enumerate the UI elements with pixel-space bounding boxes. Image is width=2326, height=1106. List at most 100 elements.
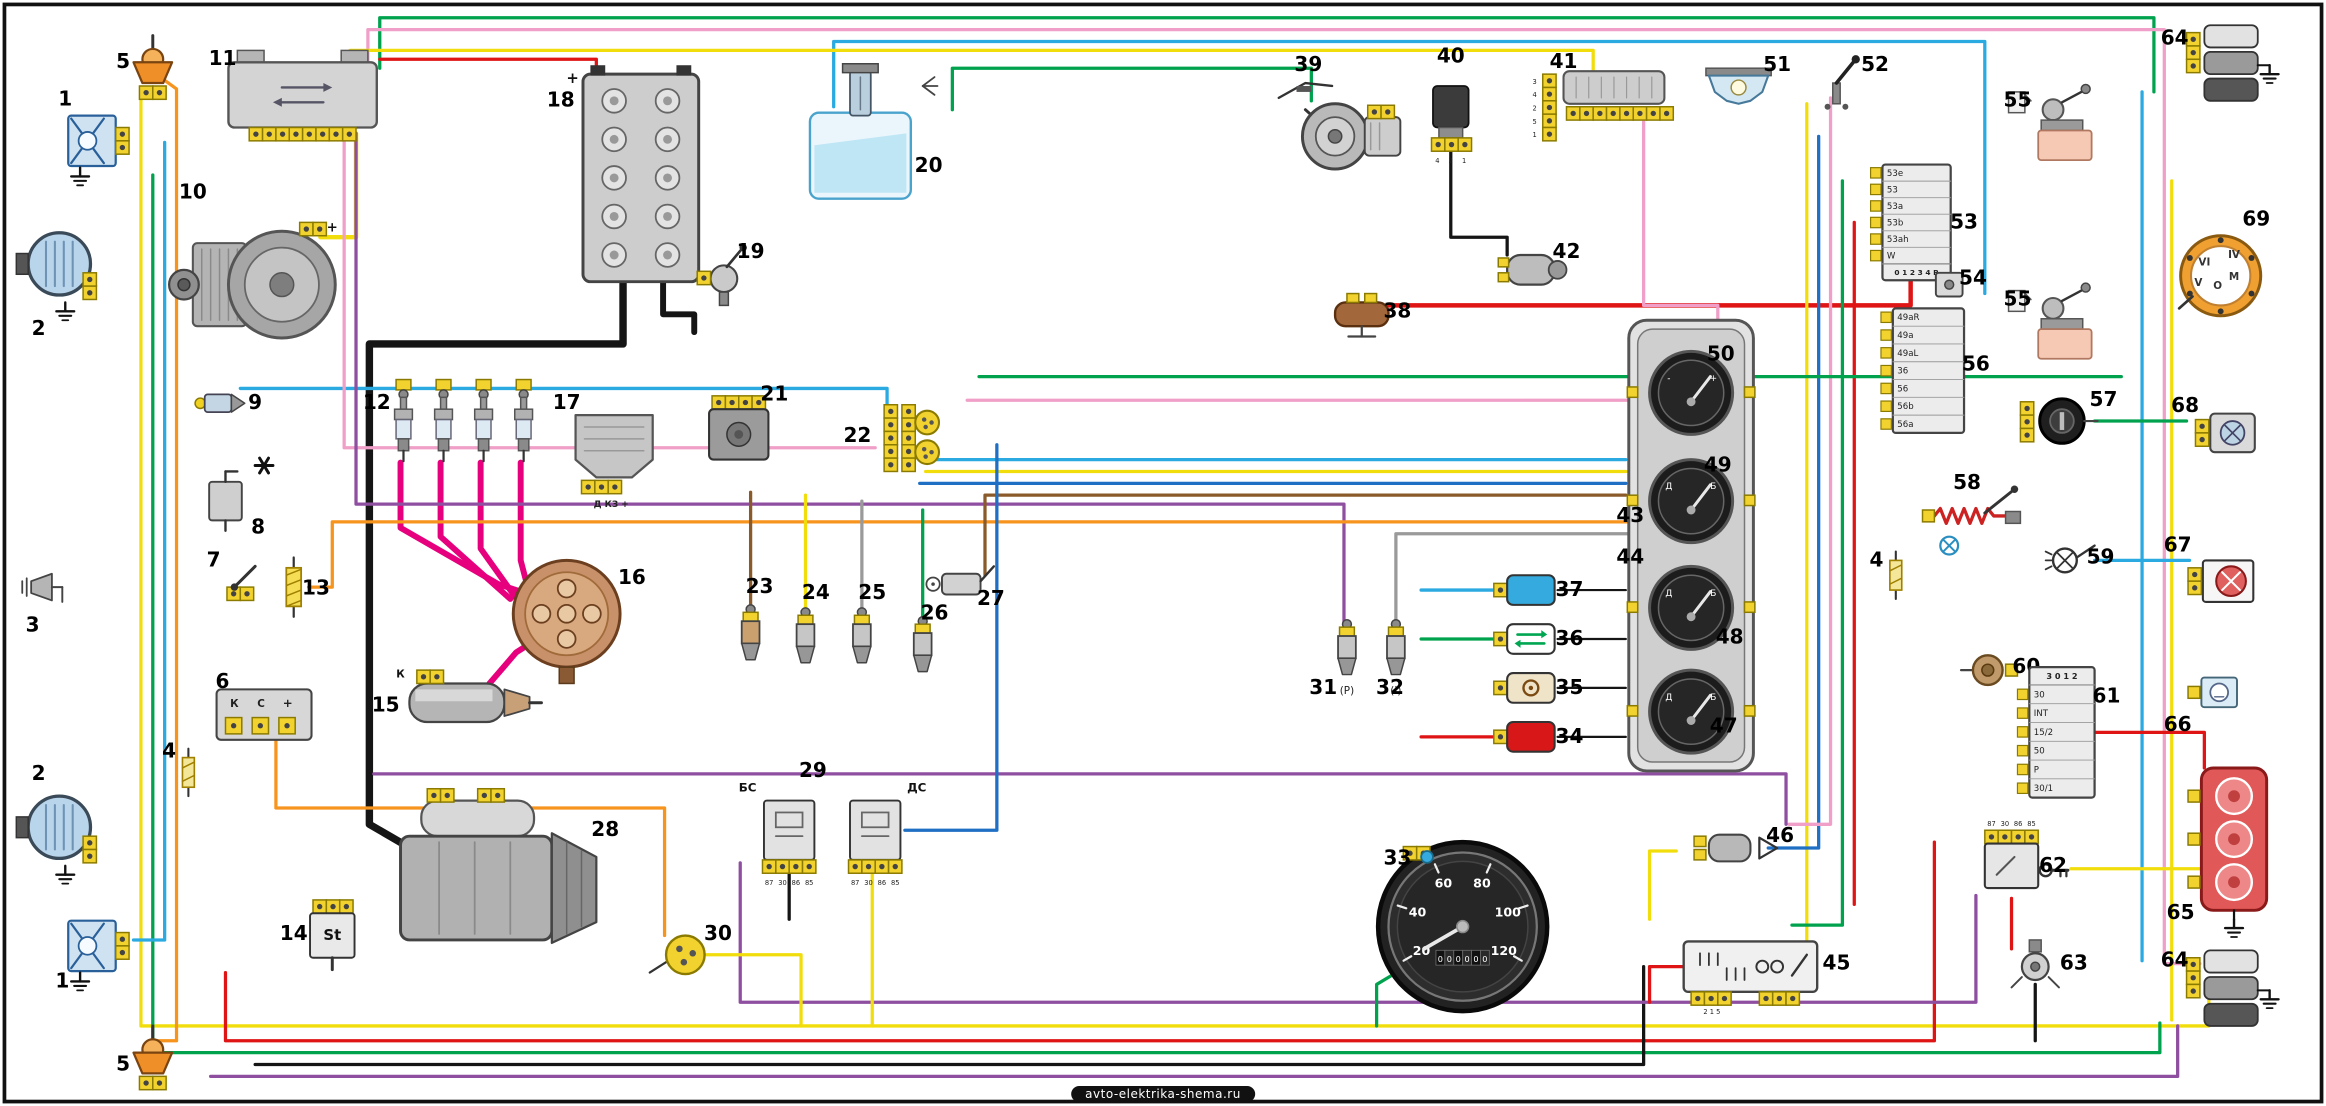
- svg-text:21: 21: [760, 381, 788, 405]
- svg-text:St: St: [323, 927, 341, 944]
- svg-text:+: +: [327, 220, 338, 235]
- svg-text:Б: Б: [1710, 589, 1716, 599]
- svg-text:50: 50: [2034, 747, 2045, 757]
- svg-text:120: 120: [1491, 943, 1518, 958]
- wire-black: [660, 278, 698, 336]
- wire-orange: [155, 75, 179, 1043]
- lamp66-66: 66: [2164, 676, 2238, 736]
- svg-text:4: 4: [1870, 547, 1884, 571]
- svg-text:60: 60: [1435, 876, 1453, 891]
- label-48: 48: [1716, 624, 1744, 648]
- svg-text:1: 1: [1462, 157, 1466, 165]
- indicator-36: 36: [1493, 623, 1584, 655]
- watermark: avto-elektrika-shema.ru: [1071, 1086, 1255, 1102]
- device46-46: 46: [1693, 823, 1794, 863]
- oil27-27: 27: [925, 565, 1005, 610]
- svg-text:Б: Б: [1710, 482, 1716, 492]
- svg-text:23: 23: [746, 574, 774, 598]
- rearlamp-64: 64: [2161, 24, 2280, 102]
- svg-text:13: 13: [302, 576, 330, 600]
- wire-red: [2092, 730, 2206, 770]
- svg-text:30: 30: [2001, 820, 2009, 828]
- wire-orange: [306, 520, 1631, 589]
- svg-text:2: 2: [1533, 104, 1537, 112]
- connector30-30: 30: [648, 921, 732, 976]
- svg-text:86: 86: [792, 879, 800, 887]
- svg-text:24: 24: [802, 580, 830, 604]
- device8-8: 8: [208, 456, 275, 539]
- svg-text:49a: 49a: [1897, 331, 1913, 341]
- svg-text:14: 14: [280, 921, 308, 945]
- switch63-63: 63: [2010, 939, 2088, 989]
- svg-text:M: M: [2229, 271, 2239, 283]
- smallbox-54: 54: [1934, 266, 1987, 298]
- wire-gray: [1394, 532, 1631, 625]
- svg-text:53e: 53e: [1887, 169, 1903, 179]
- ignswitch-57: 57: [2019, 387, 2118, 445]
- svg-text:0: 0: [1456, 954, 1461, 964]
- device60-60: 60: [1959, 654, 2040, 687]
- dome-51: 51: [1705, 52, 1791, 105]
- starter-28: 28: [399, 787, 619, 945]
- indicator-35: 35: [1493, 672, 1583, 704]
- svg-text:87: 87: [851, 879, 859, 887]
- svg-text:46: 46: [1766, 823, 1794, 847]
- svg-text:+: +: [1710, 374, 1717, 384]
- fog-67: 67: [2164, 533, 2255, 603]
- svg-text:36: 36: [1556, 626, 1584, 650]
- wire-magenta: [397, 459, 529, 596]
- wire-green: [1790, 179, 1845, 927]
- horn-3: 3: [21, 572, 64, 637]
- svg-text:-: -: [1667, 374, 1670, 384]
- svg-text:17: 17: [553, 390, 581, 414]
- svg-text:86: 86: [878, 879, 886, 887]
- svg-text:БС: БС: [739, 781, 757, 795]
- wire-purple: [209, 1024, 2180, 1078]
- svg-text:30: 30: [704, 921, 732, 945]
- svg-text:49: 49: [1704, 452, 1732, 476]
- strelay-14: St 14: [280, 899, 356, 972]
- label-44: 44: [1616, 544, 1644, 568]
- wire-blue: [903, 443, 999, 832]
- motor42-42: 42: [1497, 239, 1580, 286]
- svg-text:56b: 56b: [1897, 402, 1913, 412]
- svg-text:86: 86: [2014, 820, 2022, 828]
- svg-text:30: 30: [778, 879, 786, 887]
- svg-text:55: 55: [2004, 286, 2032, 310]
- svg-text:85: 85: [891, 879, 899, 887]
- svg-text:3: 3: [1533, 78, 1537, 86]
- wire-magenta: [437, 459, 514, 602]
- svg-text:16: 16: [618, 565, 646, 589]
- svg-text:61: 61: [2093, 684, 2121, 708]
- svg-text:30: 30: [2034, 690, 2045, 700]
- sender-55: 55: [2004, 83, 2093, 162]
- svg-text:26: 26: [921, 601, 949, 625]
- svg-text:53: 53: [1950, 209, 1978, 233]
- svg-text:Д: Д: [1665, 482, 1672, 492]
- svg-text:57: 57: [2090, 387, 2118, 411]
- svg-text:31: 31: [1309, 675, 1337, 699]
- sidelamp-5: 5: [116, 34, 174, 101]
- svg-text:P: P: [2034, 765, 2039, 775]
- sensorv-31: (Р)31: [1309, 618, 1357, 699]
- switch45-45: 2 1 545: [1682, 940, 1850, 1016]
- svg-text:(I): (I): [1390, 685, 1401, 697]
- wire-green: [378, 16, 2156, 94]
- wire-yellow: [704, 953, 803, 1028]
- svg-text:27: 27: [977, 586, 1005, 610]
- switch7-7: 7: [207, 547, 257, 602]
- svg-text:59: 59: [2087, 544, 2115, 568]
- svg-text:87: 87: [765, 879, 773, 887]
- svg-text:38: 38: [1383, 298, 1411, 322]
- svg-text:56: 56: [1897, 384, 1908, 394]
- svg-text:5: 5: [1533, 118, 1537, 126]
- svg-text:1: 1: [55, 968, 69, 992]
- svg-text:VI: VI: [2198, 256, 2210, 268]
